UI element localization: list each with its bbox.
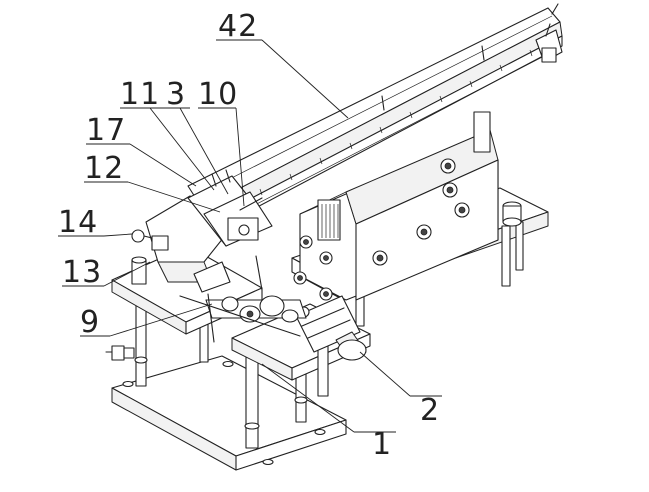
inclined-feed-rail xyxy=(187,3,563,233)
cutting-head xyxy=(131,169,273,343)
air-cylinder xyxy=(295,295,367,361)
callout-labels: 42 11 3 10 17 12 14 13 9 2 1 xyxy=(58,9,440,462)
callout-1: 1 xyxy=(372,427,392,462)
callout-12: 12 xyxy=(84,151,124,186)
callout-14: 14 xyxy=(58,205,98,240)
vibration-housing xyxy=(293,111,499,301)
callout-3: 3 xyxy=(166,77,186,112)
callout-10: 10 xyxy=(198,77,238,112)
housing-bolts xyxy=(293,158,470,301)
shaft-assembly xyxy=(179,295,307,337)
left-clamp xyxy=(105,345,135,361)
callout-13: 13 xyxy=(62,255,102,290)
leader-lines xyxy=(58,39,442,433)
callout-17: 17 xyxy=(86,113,126,148)
callout-9: 9 xyxy=(80,305,100,340)
callout-2: 2 xyxy=(420,393,440,428)
rail-slot-ticks xyxy=(259,49,533,196)
callout-11: 11 xyxy=(120,77,160,112)
callout-42: 42 xyxy=(218,9,258,44)
